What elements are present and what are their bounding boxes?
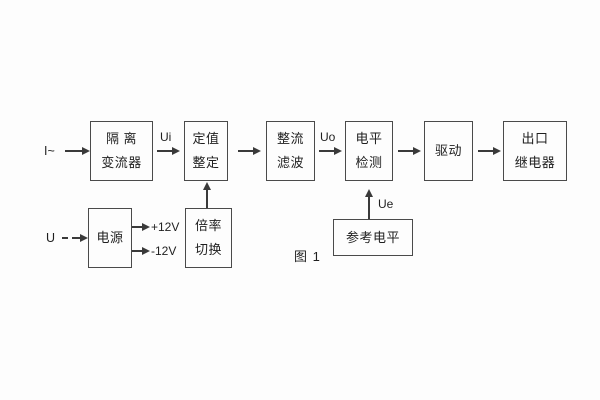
block-rectify-filter: 整流 滤波 [266, 121, 315, 181]
block-setpoint-adjust-line1: 定值 [192, 131, 220, 146]
block-power-supply: 电源 [88, 208, 132, 268]
block-rectify-filter-line1: 整流 [276, 131, 304, 146]
arrow-input-current-icon [65, 146, 90, 155]
block-level-detect-line2: 检测 [355, 155, 383, 170]
arrow-reference-to-level-icon [364, 189, 373, 219]
arrow-setpoint-to-rectify-icon [238, 146, 261, 155]
plus-12v-label: +12V [151, 220, 180, 234]
block-setpoint-adjust-line2: 整定 [192, 155, 220, 170]
block-drive-line1: 驱动 [434, 143, 462, 158]
minus-12v-label: -12V [151, 244, 177, 258]
signal-ue-label: Ue [378, 197, 394, 211]
input-current-label: I~ [44, 144, 55, 158]
block-ratio-switch-line1: 倍率 [194, 218, 222, 233]
signal-uo-label: Uo [320, 130, 336, 144]
arrow-ratio-to-setpoint-icon [202, 182, 211, 208]
figure-caption: 图 1 [294, 249, 321, 264]
arrow-isolation-to-setpoint-icon [157, 146, 180, 155]
block-rectify-filter-line2: 滤波 [276, 155, 304, 170]
block-reference-level: 参考电平 [333, 219, 413, 256]
signal-ui-label: Ui [160, 130, 172, 144]
arrow-minus-12v-icon [132, 246, 150, 255]
block-isolation-transformer: 隔 离 变流器 [90, 121, 153, 181]
block-level-detect-line1: 电平 [355, 131, 383, 146]
block-ratio-switch: 倍率 切换 [185, 208, 232, 268]
arrow-plus-12v-icon [132, 222, 150, 231]
dash-input-voltage-icon [62, 237, 68, 239]
block-level-detect: 电平 检测 [345, 121, 393, 181]
block-isolation-transformer-line2: 变流器 [101, 155, 142, 170]
arrow-level-to-drive-icon [398, 146, 421, 155]
arrow-rectify-to-level-icon [319, 146, 342, 155]
block-isolation-transformer-line1: 隔 离 [105, 131, 138, 146]
block-output-relay-line1: 出口 [521, 131, 549, 146]
arrow-drive-to-output-icon [478, 146, 501, 155]
block-ratio-switch-line2: 切换 [194, 242, 222, 257]
input-voltage-label: U [46, 231, 56, 245]
arrow-input-voltage-icon [72, 233, 88, 242]
block-setpoint-adjust: 定值 整定 [184, 121, 228, 181]
block-output-relay: 出口 继电器 [503, 121, 567, 181]
block-drive: 驱动 [424, 121, 473, 181]
block-power-supply-line1: 电源 [96, 230, 124, 245]
block-output-relay-line2: 继电器 [514, 155, 556, 170]
block-reference-level-line1: 参考电平 [345, 229, 400, 245]
